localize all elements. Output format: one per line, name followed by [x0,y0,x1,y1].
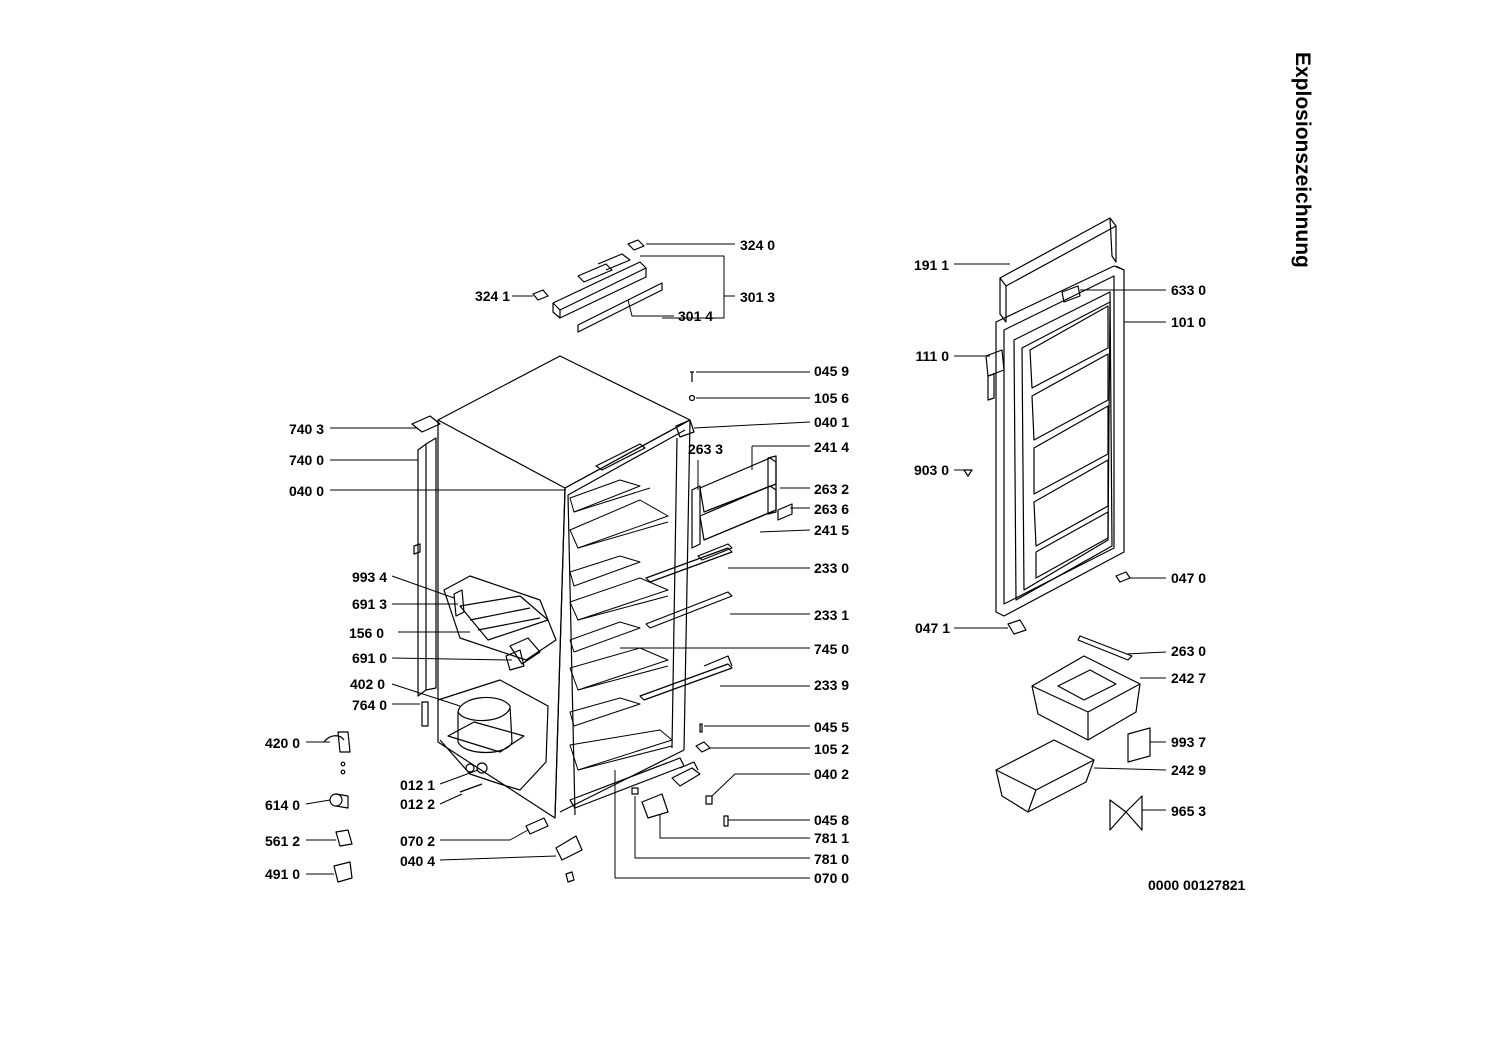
part-label-301-4: 301 4 [678,308,714,324]
part-label-781-1: 781 1 [814,830,850,846]
compressor [448,697,524,773]
part-label-420-0: 420 0 [264,735,300,751]
electrical-parts [324,702,582,882]
part-label-045-8: 045 8 [814,812,850,828]
leader-lines [306,244,1166,878]
part-label-101-0: 101 0 [1171,314,1207,330]
part-label-242-9: 242 9 [1171,762,1207,778]
part-label-105-2: 105 2 [814,741,850,757]
top-trim-assembly [533,240,662,332]
part-label-045-5: 045 5 [814,719,850,735]
part-label-241-4: 241 4 [814,439,850,455]
part-label-691-0: 691 0 [351,650,387,666]
part-label-903-0: 903 0 [913,462,949,478]
hinge-and-fasteners [632,372,728,826]
part-label-781-0: 781 0 [814,851,850,867]
part-label-012-2: 012 2 [399,796,435,812]
part-label-233-1: 233 1 [814,607,850,623]
part-label-263-0: 263 0 [1171,643,1207,659]
part-label-111-0: 111 0 [915,348,950,364]
part-label-491-0: 491 0 [264,866,300,882]
part-label-233-9: 233 9 [814,677,850,693]
part-label-040-4: 040 4 [399,853,435,869]
part-label-191-1: 191 1 [913,257,949,273]
part-label-614-0: 614 0 [264,797,300,813]
part-label-045-9: 045 9 [814,363,850,379]
part-label-745-0: 745 0 [814,641,850,657]
part-label-740-3: 740 3 [288,421,324,437]
part-label-691-3: 691 3 [351,596,387,612]
part-label-301-3: 301 3 [740,289,776,305]
part-label-965-3: 965 3 [1171,803,1207,819]
door-shelves [640,456,792,700]
part-label-263-6: 263 6 [814,501,850,517]
part-label-105-6: 105 6 [814,390,850,406]
part-label-012-1: 012 1 [399,777,435,793]
part-label-047-1: 047 1 [914,620,950,636]
part-label-324-0: 324 0 [740,237,776,253]
part-label-040-1: 040 1 [814,414,850,430]
part-label-263-2: 263 2 [814,481,850,497]
part-label-324-1: 324 1 [474,288,510,304]
part-label-993-7: 993 7 [1171,734,1207,750]
part-label-040-0: 040 0 [288,483,324,499]
page-title: Explosionszeichnung [1291,52,1314,268]
freezer-drawers [996,636,1150,830]
part-label-764-0: 764 0 [351,697,387,713]
part-label-241-5: 241 5 [814,522,850,538]
part-label-040-2: 040 2 [814,766,850,782]
part-label-402-0: 402 0 [349,676,385,692]
part-label-561-2: 561 2 [264,833,300,849]
part-label-070-2: 070 2 [399,833,435,849]
part-label-263-3: 263 3 [688,441,724,457]
evaporating-tray [444,576,556,670]
door-assembly [964,218,1130,634]
drawing-number: 0000 00127821 [1148,877,1246,893]
condenser [412,416,440,696]
part-label-070-0: 070 0 [814,870,850,886]
part-label-156-0: 156 0 [348,625,384,641]
part-label-047-0: 047 0 [1171,570,1207,586]
part-label-993-4: 993 4 [351,569,387,585]
part-label-233-0: 233 0 [814,560,850,576]
part-label-740-0: 740 0 [288,452,324,468]
part-label-242-7: 242 7 [1171,670,1207,686]
evaporator-shelves [570,480,672,770]
cabinet-body [438,356,694,818]
part-label-633-0: 633 0 [1171,282,1207,298]
